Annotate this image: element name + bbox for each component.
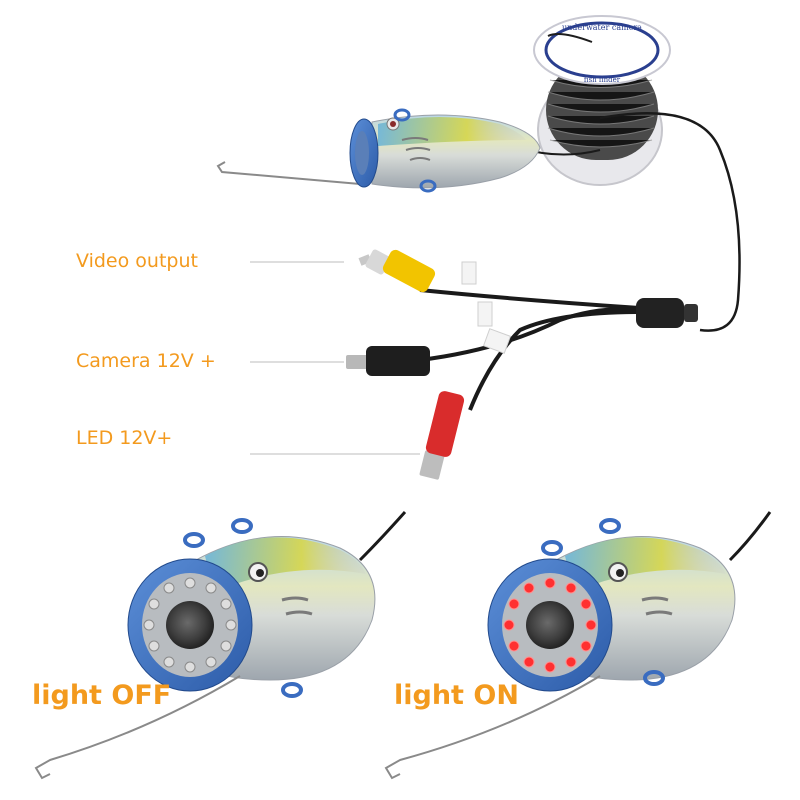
main-cable: [599, 112, 741, 332]
reel-label-bottom: fish finder: [584, 76, 621, 84]
camera-light-on: [384, 511, 772, 780]
label-led-power: LED 12V+: [76, 427, 173, 449]
led-ring-on: [503, 577, 597, 673]
camera-top: [216, 108, 541, 193]
cable-harness: [346, 249, 698, 480]
dc-led-plug: [419, 391, 465, 480]
dc-camera-plug: [346, 346, 430, 376]
caption-light-off: light OFF: [32, 680, 172, 711]
rca-video-plug: [358, 249, 436, 293]
label-camera-power: Camera 12V +: [76, 350, 216, 372]
caption-light-on: light ON: [394, 680, 519, 711]
cable-reel: underwater camera fish finder: [533, 15, 671, 186]
label-video-output: Video output: [76, 250, 198, 272]
reel-label-top: underwater camera: [562, 23, 642, 32]
camera-light-off: [34, 511, 407, 780]
